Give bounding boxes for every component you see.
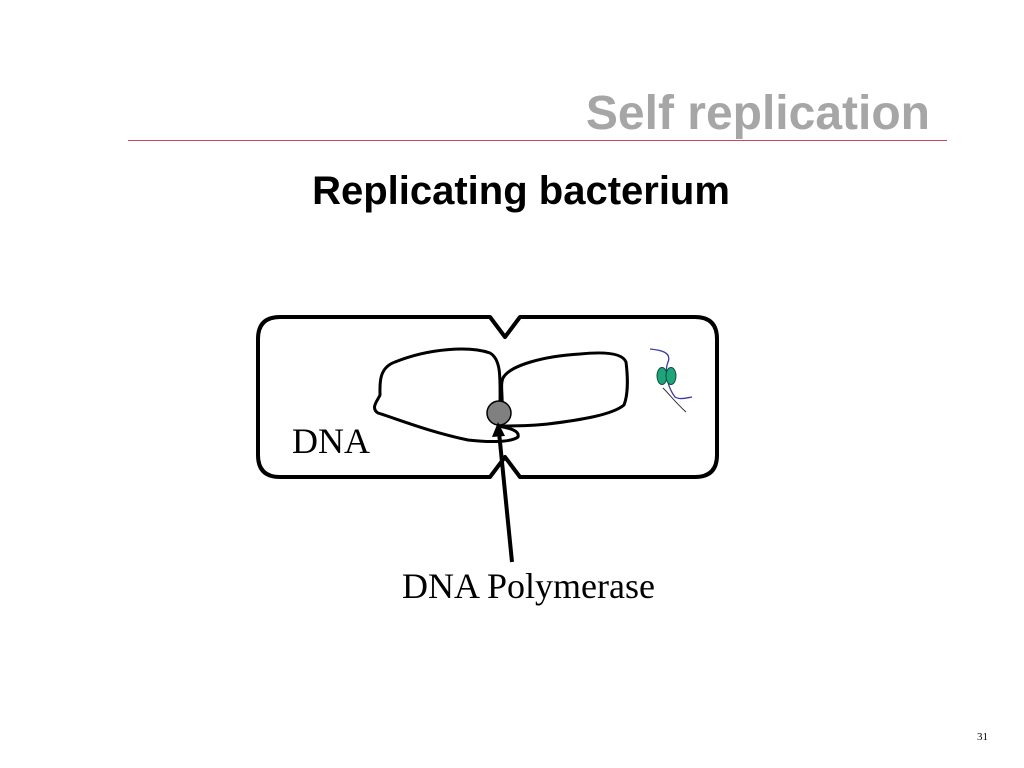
cell-wall (256, 315, 719, 479)
dna-polymerase-circle (486, 400, 512, 426)
ribosome-subunit-right (665, 367, 677, 385)
polymerase-arrow-head (492, 422, 505, 437)
dna-loop-left (373, 347, 520, 444)
page-number: 31 (977, 731, 988, 743)
slide-subtitle: Replicating bacterium (312, 169, 730, 213)
ribosome-group (649, 348, 693, 413)
dna-loop-right (500, 351, 629, 428)
polymerase-arrow-shaft (497, 431, 514, 563)
dna-label: DNA (292, 421, 370, 461)
dna-polymerase-label: DNA Polymerase (402, 566, 655, 606)
title-divider (128, 140, 947, 141)
slide-title: Self replication (585, 87, 930, 140)
protein-strand (662, 387, 687, 413)
